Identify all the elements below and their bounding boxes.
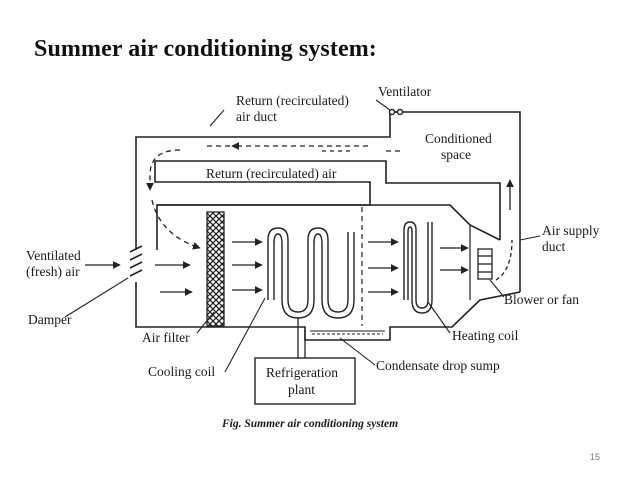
- damper-blades: [129, 245, 143, 277]
- label-ventilated-1: Ventilated: [26, 248, 81, 263]
- label-refrigeration-1: Refrigeration: [266, 365, 338, 380]
- return-air-arrows: [146, 142, 400, 250]
- page-number: 15: [590, 452, 601, 462]
- label-condensate: Condensate drop sump: [376, 358, 500, 373]
- label-ventilated-2: (fresh) air: [26, 264, 80, 279]
- label-return-duct-2: air duct: [236, 109, 277, 124]
- label-conditioned-1: Conditioned: [425, 131, 492, 146]
- label-return-air: Return (recirculated) air: [206, 166, 337, 181]
- air-filter: [206, 211, 225, 327]
- cooling-coil: [267, 227, 349, 313]
- ventilator-icon: [388, 108, 404, 116]
- label-damper: Damper: [28, 312, 72, 327]
- label-conditioned-2: space: [441, 147, 471, 162]
- label-air-supply-1: Air supply: [542, 223, 600, 238]
- figure-caption: Fig. Summer air conditioning system: [221, 418, 398, 430]
- heating-coil: [403, 221, 429, 309]
- condensate-sump: [310, 330, 385, 335]
- label-ventilator: Ventilator: [378, 84, 432, 99]
- slide-title: Summer air conditioning system:: [34, 36, 377, 62]
- label-blower: Blower or fan: [504, 292, 579, 307]
- label-return-duct-1: Return (recirculated): [236, 93, 349, 108]
- label-refrigeration-2: plant: [288, 382, 315, 397]
- refrigeration-plant-box: [254, 357, 356, 405]
- duct-outline: [135, 111, 521, 341]
- air-flow-arrows: [85, 179, 514, 296]
- leader-lines: [64, 99, 541, 373]
- label-heating-coil: Heating coil: [452, 328, 519, 343]
- blower-fan: [477, 248, 493, 280]
- label-air-filter: Air filter: [142, 330, 190, 345]
- label-cooling-coil: Cooling coil: [148, 364, 215, 379]
- label-air-supply-2: duct: [542, 239, 565, 254]
